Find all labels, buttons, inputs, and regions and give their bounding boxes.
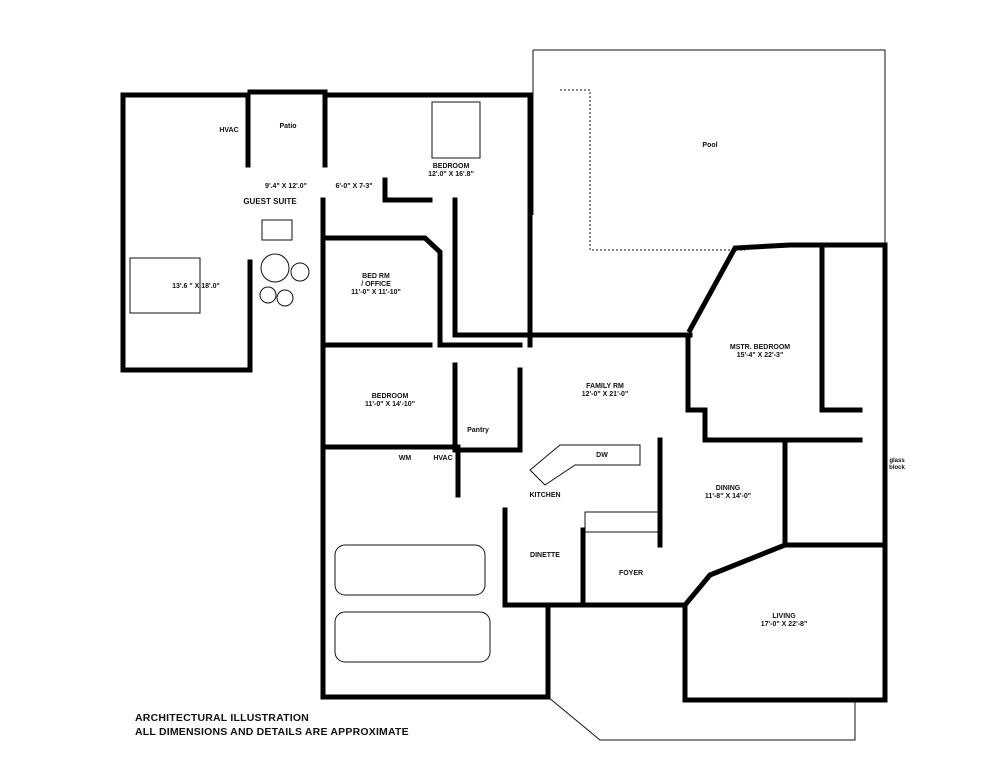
kitchen-label: KITCHEN xyxy=(529,492,561,499)
bedroom-2-name: BEDROOM xyxy=(371,393,409,400)
guest-suite-label: GUEST SUITE xyxy=(243,197,297,206)
dining-name: DINING xyxy=(715,485,741,492)
garage-car-1 xyxy=(334,544,486,596)
pantry-label: Pantry xyxy=(467,427,489,434)
master-bedroom-name: MSTR. BEDROOM xyxy=(729,344,791,351)
front-walk xyxy=(547,696,856,741)
dinette-label: DINETTE xyxy=(530,552,560,559)
dishwasher-label: DW xyxy=(596,452,608,459)
family-room-dim: 12'-0" X 21'-0" xyxy=(581,391,629,398)
guest-bed xyxy=(129,257,201,314)
caption-line-1: ARCHITECTURAL ILLUSTRATION xyxy=(135,712,309,724)
living-name: LIVING xyxy=(772,613,796,620)
dining-dim: 11'-8" X 14'-0" xyxy=(704,493,752,500)
garage-car-2 xyxy=(334,611,491,663)
kitchen-counter xyxy=(529,444,641,486)
patio-label: Patio xyxy=(279,123,297,130)
wm-label: WM xyxy=(398,455,412,462)
guest-plant xyxy=(260,253,290,283)
laundry-hvac-label: HVAC xyxy=(433,455,453,462)
glass-block-word-1: glass xyxy=(889,458,905,464)
office-name-1: BED RM xyxy=(362,273,390,280)
walls xyxy=(120,89,888,703)
pool-deck xyxy=(560,89,745,251)
bedroom-1-dim: 12'.0" X 16'.8" xyxy=(428,171,474,178)
guest-dim-1: 9'.4" X 12'.0" xyxy=(265,183,307,190)
dining-table xyxy=(261,219,293,241)
guest-bedroom-dim: 13'.6 " X 18'.0" xyxy=(172,283,220,290)
glass-block-word-2: block xyxy=(889,465,905,471)
bedroom-bed xyxy=(431,101,481,159)
caption-line-2: ALL DIMENSIONS AND DETAILS ARE APPROXIMA… xyxy=(135,726,409,738)
master-bedroom-dim: 15'-4" X 22'-3" xyxy=(736,352,784,359)
hvac-label: HVAC xyxy=(219,127,239,134)
guest-dim-2: 6'-0" X 7-3" xyxy=(335,183,373,190)
foyer-label: FOYER xyxy=(618,570,644,577)
bedroom-1-name: BEDROOM xyxy=(432,163,470,170)
bedroom-2-dim: 11'-0" X 14'-10" xyxy=(364,401,416,408)
family-room-name: FAMILY RM xyxy=(586,383,624,390)
kitchen-counter-lower xyxy=(584,511,661,533)
pool-outline xyxy=(532,49,886,245)
office-name-2: / OFFICE xyxy=(361,281,391,288)
office-dim: 11'-0" X 11'-10" xyxy=(351,289,401,296)
living-dim: 17'-0" X 22'-8" xyxy=(760,621,808,628)
pool-label: Pool xyxy=(702,142,718,149)
